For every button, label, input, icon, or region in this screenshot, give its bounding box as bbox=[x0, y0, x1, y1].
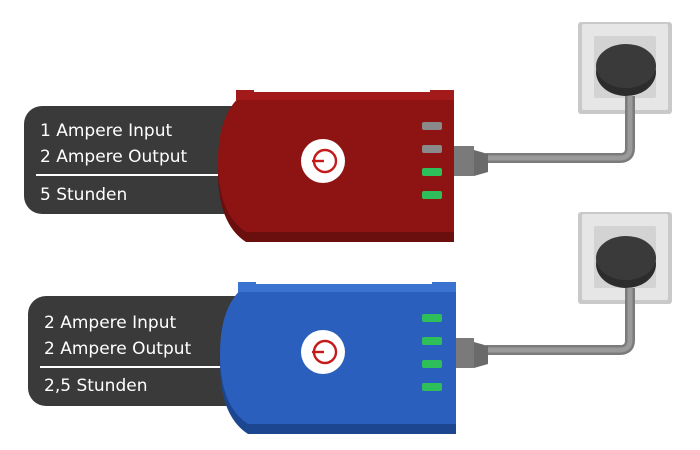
top-led-3 bbox=[422, 168, 442, 176]
bottom-led-4 bbox=[422, 383, 442, 391]
top-power-bank bbox=[218, 90, 454, 242]
top-charger-group: 1 Ampere Input 2 Ampere Output 5 Stunden bbox=[24, 22, 672, 242]
top-led-4 bbox=[422, 191, 442, 199]
bottom-duration-label: 2,5 Stunden bbox=[44, 376, 147, 396]
bottom-power-icon bbox=[301, 330, 345, 374]
bottom-usb-connector bbox=[452, 338, 488, 368]
top-output-label: 2 Ampere Output bbox=[40, 147, 188, 167]
top-input-label: 1 Ampere Input bbox=[40, 121, 172, 141]
bottom-led-2 bbox=[422, 337, 442, 345]
bottom-charger-group: 2 Ampere Input 2 Ampere Output 2,5 Stund… bbox=[28, 212, 672, 434]
bottom-wall-outlet bbox=[578, 212, 672, 304]
top-spec-label: 1 Ampere Input 2 Ampere Output 5 Stunden bbox=[24, 106, 270, 214]
top-duration-label: 5 Stunden bbox=[40, 185, 127, 205]
bottom-divider bbox=[40, 366, 222, 368]
bottom-spec-label: 2 Ampere Input 2 Ampere Output 2,5 Stund… bbox=[28, 296, 274, 406]
top-led-2 bbox=[422, 145, 442, 153]
bottom-led-3 bbox=[422, 360, 442, 368]
bottom-output-label: 2 Ampere Output bbox=[44, 339, 192, 359]
bottom-input-label: 2 Ampere Input bbox=[44, 313, 176, 333]
top-wall-outlet bbox=[578, 22, 672, 114]
top-led-1 bbox=[422, 122, 442, 130]
top-divider bbox=[36, 174, 218, 176]
top-power-icon bbox=[301, 139, 345, 183]
top-usb-connector bbox=[452, 146, 488, 176]
bottom-led-1 bbox=[422, 314, 442, 322]
bottom-power-bank bbox=[220, 282, 456, 434]
